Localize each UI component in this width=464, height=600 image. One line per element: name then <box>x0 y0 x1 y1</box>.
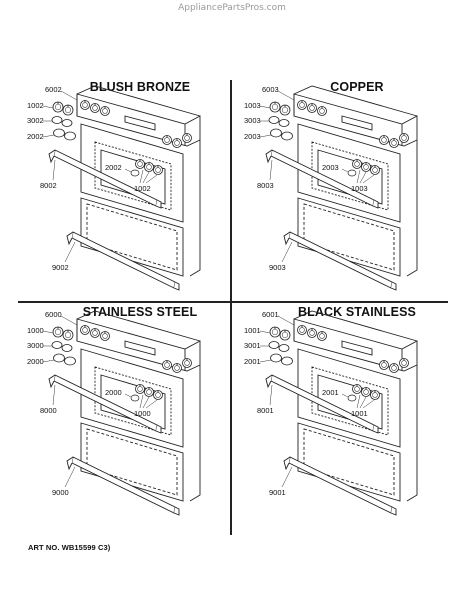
part-number: 2001 <box>322 388 339 397</box>
range-outline <box>293 85 418 277</box>
part-number: 2000 <box>105 388 122 397</box>
art-number: ART NO. WB15599 C3) <box>28 543 111 552</box>
part-number: 2003 <box>244 132 261 141</box>
part-number: 1000 <box>27 326 44 335</box>
part-number: 3001 <box>244 341 261 350</box>
range-exploded-view: 6002 1002 3002 2002 2002 1002 8002 9002 <box>27 85 201 291</box>
range-exploded-view: 6000 1000 3000 2000 2000 1000 8000 9000 <box>27 310 201 516</box>
part-number: 9002 <box>52 263 69 272</box>
part-number: 2003 <box>322 163 339 172</box>
leader-lines <box>259 90 375 263</box>
part-number: 9003 <box>269 263 286 272</box>
part-number: 1002 <box>27 101 44 110</box>
loose-knobs <box>268 326 293 366</box>
part-number: 1001 <box>244 326 261 335</box>
part-number: 8001 <box>257 406 274 415</box>
door-area-knobs <box>347 159 380 177</box>
part-number: 1001 <box>351 409 368 418</box>
range-exploded-view: 6001 1001 3001 2001 2001 1001 8001 9001 <box>244 310 418 516</box>
drawer-handle <box>283 231 397 291</box>
vertical-divider <box>230 80 232 535</box>
part-number: 1000 <box>134 409 151 418</box>
part-number: 1002 <box>134 184 151 193</box>
part-number: 3003 <box>244 116 261 125</box>
drawer-handle <box>283 456 397 516</box>
part-number: 2002 <box>27 132 44 141</box>
variant-panel: BLACK STAINLESS <box>232 305 444 525</box>
door-handle <box>48 149 162 209</box>
variant-panel: STAINLESS STEEL <box>15 305 227 525</box>
leader-lines <box>42 315 158 488</box>
range-outline <box>76 85 201 277</box>
part-number: 6000 <box>45 310 62 319</box>
part-number: 2000 <box>27 357 44 366</box>
part-number: 2002 <box>105 163 122 172</box>
door-area-knobs <box>130 159 163 177</box>
part-number: 6001 <box>262 310 279 319</box>
drawer-handle <box>66 231 180 291</box>
part-number: 9000 <box>52 488 69 497</box>
part-number: 6002 <box>45 85 62 94</box>
part-number: 8003 <box>257 181 274 190</box>
loose-knobs <box>51 101 76 141</box>
part-number: 6003 <box>262 85 279 94</box>
horizontal-divider <box>18 301 448 303</box>
part-number: 8002 <box>40 181 57 190</box>
variant-panel: COPPER <box>232 80 444 300</box>
door-area-knobs <box>347 384 380 402</box>
watermark: AppliancePartsPros.com <box>178 3 286 13</box>
drawer-handle <box>66 456 180 516</box>
loose-knobs <box>51 326 76 366</box>
leader-lines <box>42 90 158 263</box>
door-handle <box>48 374 162 434</box>
part-number: 1003 <box>244 101 261 110</box>
leader-lines <box>259 315 375 488</box>
variant-title: BLUSH BRONZE <box>89 80 191 94</box>
panel-knobs <box>80 100 192 148</box>
door-handle <box>265 374 379 434</box>
variant-panel: BLUSH BRONZE <box>15 80 227 300</box>
door-handle <box>265 149 379 209</box>
part-number: 3000 <box>27 341 44 350</box>
panel-knobs <box>297 100 409 148</box>
panel-knobs <box>297 325 409 373</box>
part-number: 2001 <box>244 357 261 366</box>
range-exploded-view: 6003 1003 3003 2003 2003 1003 8003 9003 <box>244 85 418 291</box>
part-number: 9001 <box>269 488 286 497</box>
part-number: 1003 <box>351 184 368 193</box>
part-number: 8000 <box>40 406 57 415</box>
door-area-knobs <box>130 384 163 402</box>
variant-title: COPPER <box>330 80 384 94</box>
loose-knobs <box>268 101 293 141</box>
part-number: 3002 <box>27 116 44 125</box>
panel-knobs <box>80 325 192 373</box>
